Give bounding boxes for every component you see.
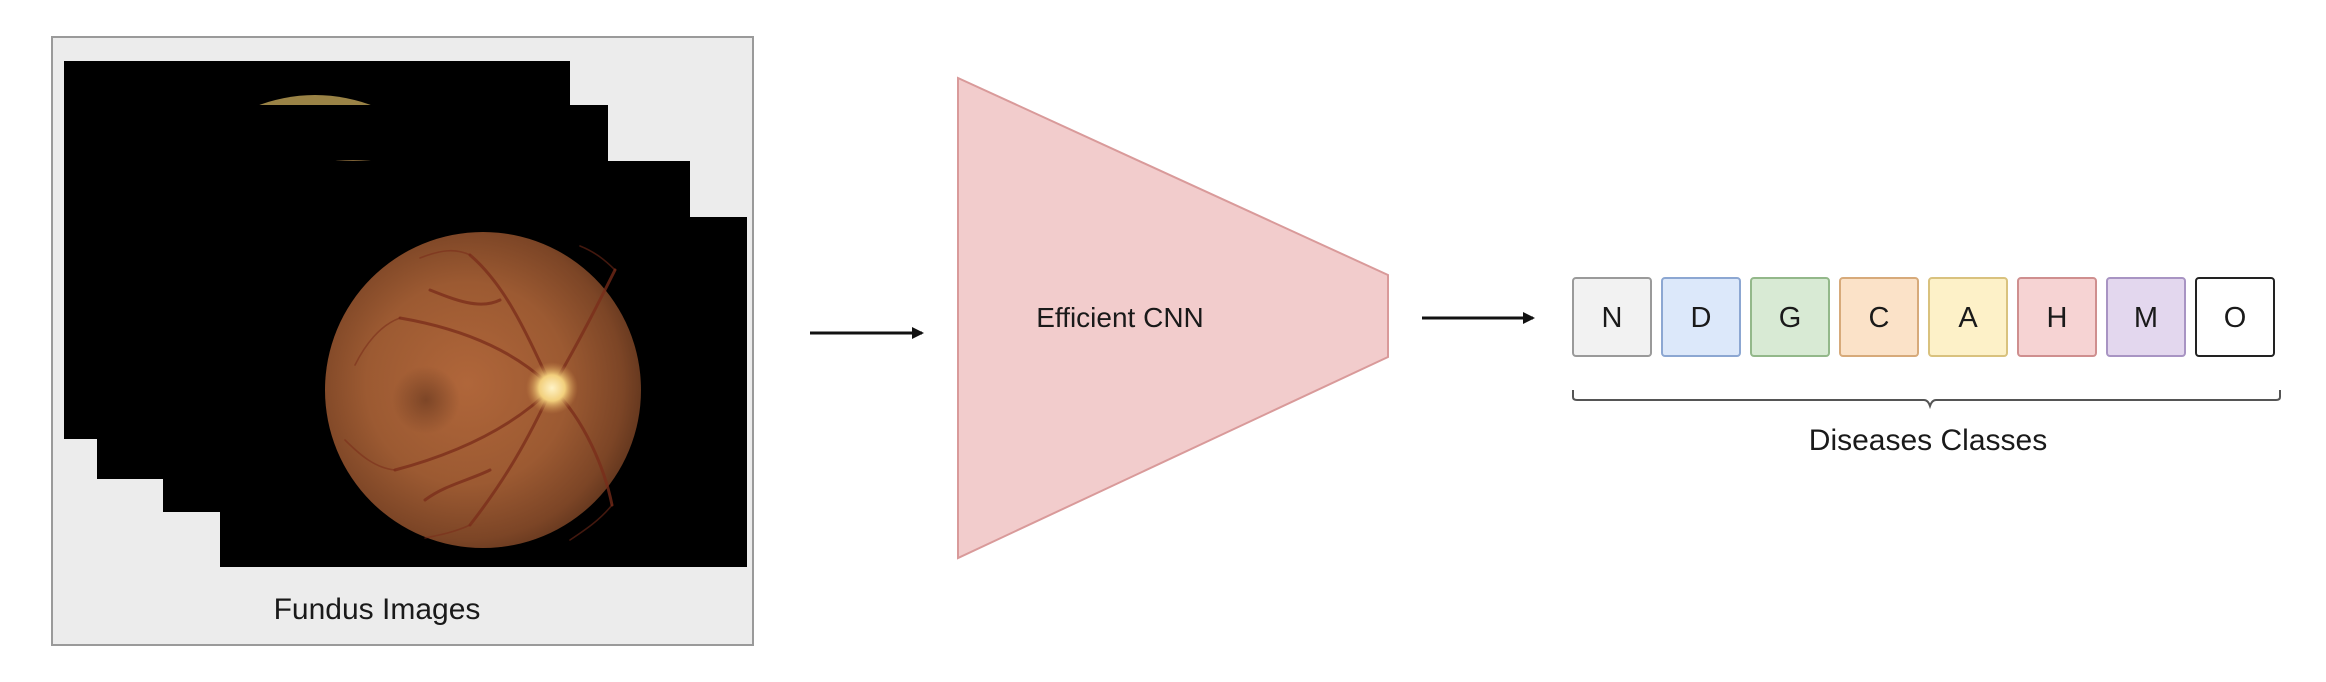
cnn-label: Efficient CNN: [1036, 302, 1204, 333]
class-letter: D: [1691, 302, 1712, 334]
fundus-image-main: [220, 217, 747, 567]
class-box-m: M: [2106, 277, 2186, 357]
class-box-o: O: [2195, 277, 2275, 357]
class-box-g: G: [1750, 277, 1830, 357]
class-letter: O: [2224, 302, 2247, 334]
class-box-background: [1572, 277, 1652, 357]
class-box-background: [2017, 277, 2097, 357]
optic-disc: [526, 362, 578, 414]
class-box-background: [1928, 277, 2008, 357]
retina-disc: [325, 232, 641, 548]
class-box-c: C: [1839, 277, 1919, 357]
class-box-d: D: [1661, 277, 1741, 357]
diseases-classes-label: Diseases Classes: [1809, 424, 2047, 457]
classes-brace: [1572, 390, 2281, 410]
class-box-h: H: [2017, 277, 2097, 357]
fundus-images-panel: Fundus Images: [51, 36, 754, 646]
class-letter: H: [2047, 302, 2068, 334]
class-box-a: A: [1928, 277, 2008, 357]
fundus-images-label: Fundus Images: [274, 593, 481, 626]
class-letter: A: [1958, 302, 1978, 334]
class-box-background: [2106, 277, 2186, 357]
macula: [392, 366, 460, 434]
class-box-n: N: [1572, 277, 1652, 357]
class-box-background: [1661, 277, 1741, 357]
class-box-background: [1750, 277, 1830, 357]
cnn-trapezoid: [957, 76, 1389, 560]
class-letter: N: [1602, 302, 1623, 334]
class-letter: M: [2134, 302, 2158, 334]
class-letter: G: [1779, 302, 1802, 334]
efficient-cnn-block: Efficient CNN: [957, 76, 1389, 560]
class-letter: C: [1869, 302, 1890, 334]
class-box-background: [2195, 277, 2275, 357]
class-box-background: [1839, 277, 1919, 357]
